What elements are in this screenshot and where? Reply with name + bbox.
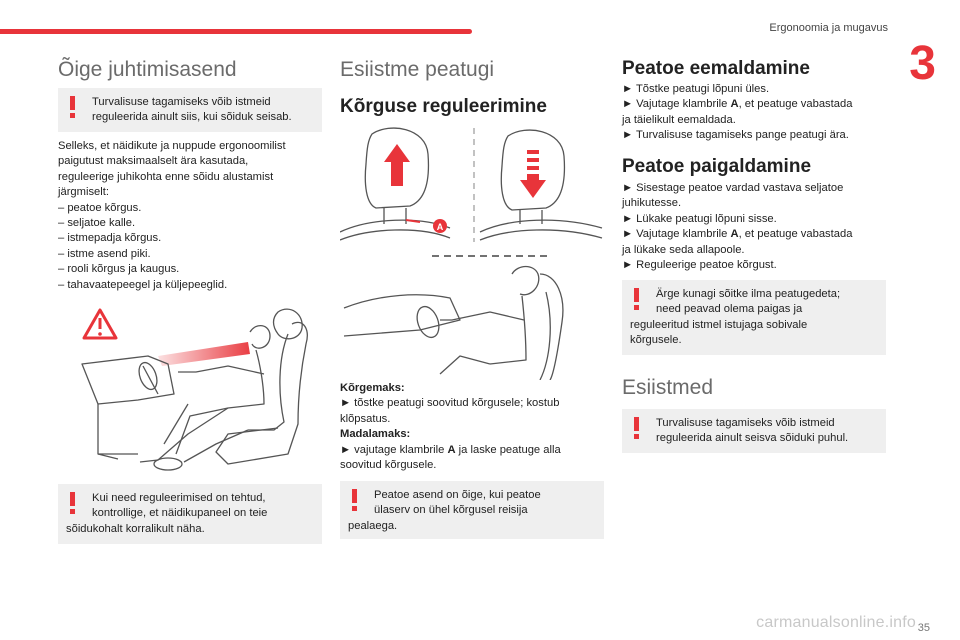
raise-label: Kõrgemaks: [340, 382, 405, 394]
text-line: paigutust maksimaalselt ära kasutada, [58, 155, 249, 168]
warning-icon [70, 96, 76, 118]
lower-label: Madalamaks: [340, 428, 411, 441]
warning-line: reguleeritud istmel istujaga sobivale [630, 318, 808, 331]
warning-line: reguleerida ainult siis, kui sõiduk seis… [92, 111, 292, 124]
text-line: – istmepadja kõrgus. [58, 232, 162, 245]
text-line: ► Reguleerige peatoe kõrgust. [622, 259, 777, 272]
text-line: soovitud kõrgusele. [340, 459, 437, 472]
text-line: ► vajutage klambrile A ja laske peatuge … [340, 443, 604, 458]
text-span: ja laske peatuge alla [455, 443, 561, 456]
warning-icon [352, 489, 358, 511]
text-line: Selleks, et näidikute ja nuppude ergonoo… [58, 140, 286, 152]
warning-triangle-icon [82, 308, 118, 340]
warning-line: Peatoe asend on õige, kui peatoe [374, 489, 541, 501]
watermark: carmanualsonline.info [756, 614, 916, 631]
text-line: klõpsatus. [340, 412, 391, 425]
heading-headrest: Esiistme peatugi [340, 58, 495, 81]
warning-box: Kui need reguleerimised on tehtud, kontr… [58, 484, 322, 544]
warning-line: need peavad olema paigas ja [656, 303, 803, 316]
heading-front-seats: Esiistmed [622, 376, 714, 399]
text-span: ► vajutage klambrile [340, 443, 448, 456]
warning-icon [634, 417, 640, 439]
text-line: ► Tõstke peatugi lõpuni üles. [622, 83, 770, 95]
driving-position-illustration [81, 308, 308, 471]
remove-instructions: ► Tõstke peatugi lõpuni üles. ► Vajutage… [622, 82, 886, 144]
warning-line: Kui need reguleerimised on tehtud, [92, 492, 266, 504]
text-line: ja lükake seda allapoole. [622, 243, 745, 256]
arrow-down-icon [520, 174, 546, 198]
line-of-sight-beam [158, 342, 250, 366]
svg-text:A: A [437, 222, 444, 232]
chapter-number: 3 [909, 37, 936, 90]
warning-box: Ärge kunagi sõitke ilma peatugedeta; nee… [622, 280, 886, 355]
heading-driving-position: Õige juhtimisasend [58, 58, 237, 81]
bold-marker: A [730, 228, 739, 241]
heading-install-headrest: Peatoe paigaldamine [622, 156, 812, 177]
text-span: ► Vajutage klambrile [622, 98, 731, 111]
text-line: ► tõstke peatugi soovitud kõrgusele; kos… [340, 397, 560, 410]
clip-marker [433, 219, 447, 233]
warning-line: ülaserv on ühel kõrgusel reisija [374, 504, 528, 517]
warning-box: Turvalisuse tagamiseks võib istmeid regu… [622, 409, 886, 453]
page-number: 35 [917, 622, 930, 634]
install-instructions: ► Sisestage peatoe vardad vastava seljat… [622, 181, 886, 273]
text-line: ► Turvalisuse tagamiseks pange peatugi ä… [622, 129, 849, 142]
warning-line: pealaega. [348, 519, 398, 532]
warning-icon [634, 288, 640, 310]
intro-text: Selleks, et näidikute ja nuppude ergonoo… [58, 139, 322, 293]
text-line: järgmiselt: [58, 186, 109, 199]
bold-marker: A [730, 98, 739, 111]
chapter-color-bar [0, 29, 472, 34]
section-title: Ergonoomia ja mugavus [769, 22, 888, 34]
warning-line: reguleerida ainult seisva sõiduki puhul. [656, 432, 849, 445]
text-line: – seljatoe kalle. [58, 217, 136, 230]
heading-height-adjustment: Kõrguse reguleerimine [340, 96, 547, 117]
heading-remove-headrest: Peatoe eemaldamine [622, 58, 810, 79]
text-line: ja täielikult eemaldada. [622, 113, 736, 126]
text-span: , et peatuge vabastada [738, 98, 853, 111]
height-instructions: Kõrgemaks: ► tõstke peatugi soovitud kõr… [340, 381, 604, 473]
text-line: ► Vajutage klambrile A, et peatuge vabas… [622, 97, 886, 112]
text-span: ► Vajutage klambrile [622, 228, 731, 241]
text-span: , et peatuge vabastada [738, 228, 853, 241]
warning-line: kõrgusele. [630, 334, 682, 347]
text-line: – rooli kõrgus ja kaugus. [58, 263, 180, 276]
text-line: juhikutesse. [622, 197, 682, 210]
text-line: ► Lükake peatugi lõpuni sisse. [622, 212, 777, 225]
warning-box: Peatoe asend on õige, kui peatoe ülaserv… [340, 481, 604, 539]
warning-line: sõidukohalt korralikult näha. [66, 522, 205, 535]
text-line: – istme asend piki. [58, 247, 151, 260]
warning-box: Turvalisuse tagamiseks võib istmeid regu… [58, 88, 322, 132]
bold-marker: A [447, 443, 456, 456]
text-line: ► Sisestage peatoe vardad vastava seljat… [622, 182, 844, 194]
arrow-up-icon [384, 144, 410, 186]
warning-line: kontrollige, et näidikupaneel on teie [92, 507, 268, 520]
warning-line: Ärge kunagi sõitke ilma peatugedeta; [656, 288, 841, 300]
headrest-illustration: A [340, 127, 603, 380]
text-line: ► Vajutage klambrile A, et peatuge vabas… [622, 227, 886, 242]
warning-icon [70, 492, 76, 514]
text-line: reguleerige juhikohta enne sõidu alustam… [58, 170, 274, 183]
text-line: – peatoe kõrgus. [58, 201, 142, 214]
warning-line: Turvalisuse tagamiseks võib istmeid [92, 96, 271, 108]
text-line: – tahavaatepeegel ja küljepeeglid. [58, 278, 228, 291]
warning-line: Turvalisuse tagamiseks võib istmeid [656, 417, 835, 429]
